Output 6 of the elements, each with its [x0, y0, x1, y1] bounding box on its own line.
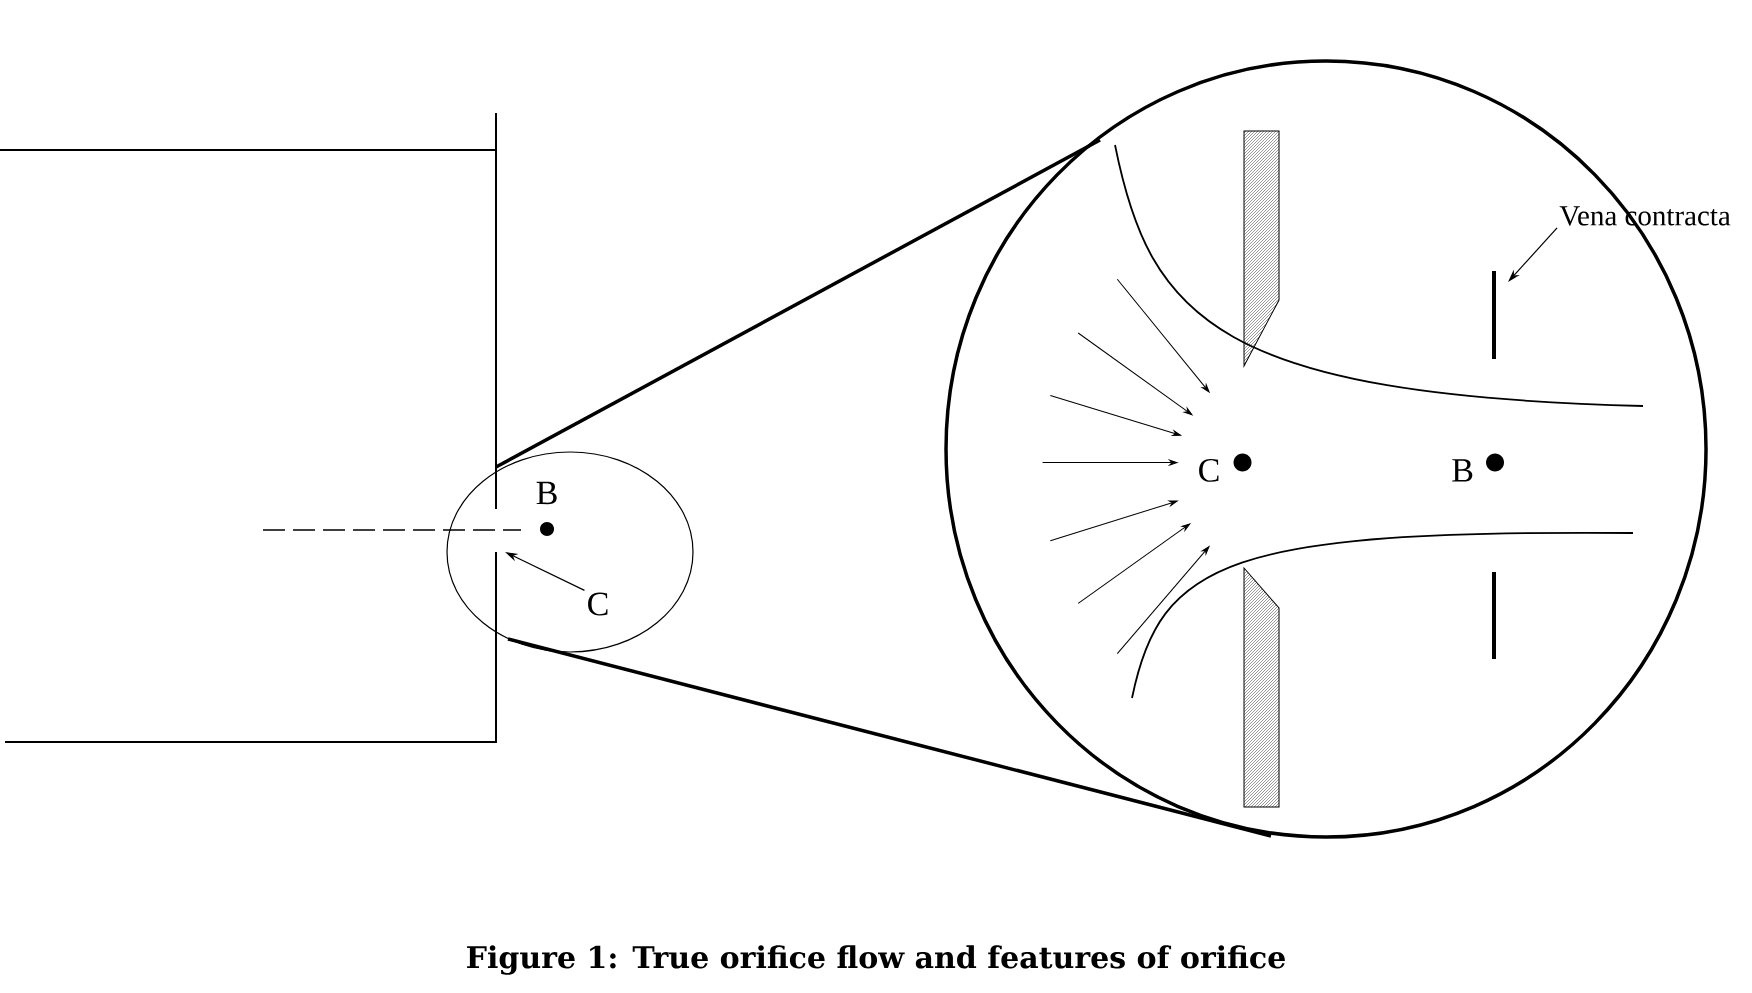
point-label: B — [536, 481, 557, 505]
leader-arrow — [1508, 227, 1558, 282]
point-label: C — [588, 592, 608, 616]
point-label: C — [1199, 459, 1219, 482]
point-label: B — [1452, 459, 1473, 482]
figure-caption: Figure 1: True orifice flow and features of orifice — [467, 945, 1285, 975]
